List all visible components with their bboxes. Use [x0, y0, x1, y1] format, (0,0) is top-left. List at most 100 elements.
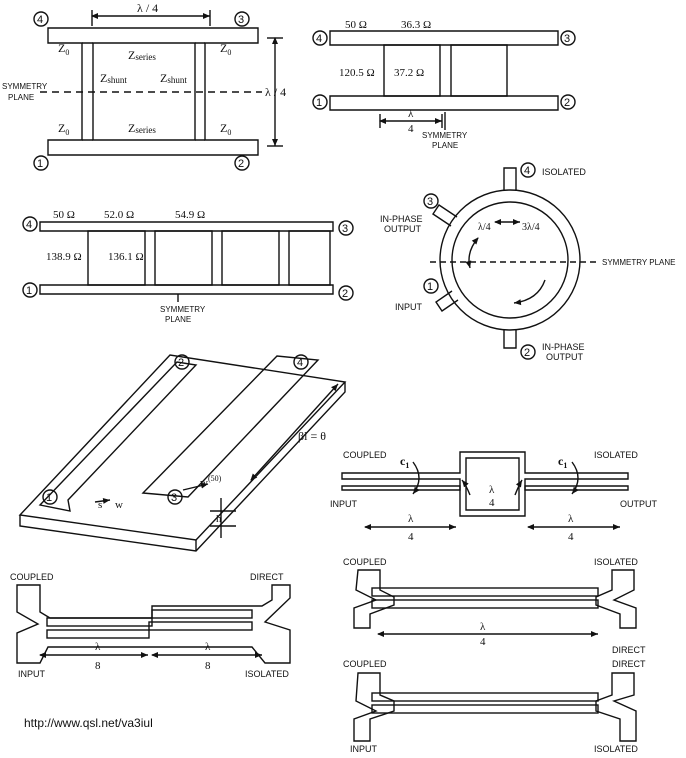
port-4-label: 4 [297, 357, 303, 369]
port-4-label: 4 [524, 165, 530, 177]
port-1-marker [22, 282, 38, 298]
impedance-label: 120.5 Ω [339, 67, 375, 79]
port-4-marker [293, 354, 309, 370]
hybrid-ring-coupler [341, 451, 629, 530]
lambda-label: λ [408, 108, 414, 120]
symmetry-plane-label: SYMMETRY [2, 82, 48, 91]
lambda-label: 8 [205, 660, 211, 672]
impedance-label: 136.1 Ω [108, 251, 144, 263]
port-4-marker [22, 216, 38, 232]
port-3-label: 3 [564, 33, 570, 45]
coupled-line-lambda-4-a [353, 569, 637, 637]
input-label: INPUT [18, 669, 46, 679]
input-label: INPUT [350, 744, 378, 754]
port-1-label: 1 [37, 158, 43, 170]
port-1-marker [42, 489, 58, 505]
port-1-label: 1 [427, 281, 433, 293]
coupled-line-lambda-4-b [353, 672, 637, 742]
zseries-label: Zseries [128, 48, 156, 62]
impedance-label: 138.9 Ω [46, 251, 82, 263]
direct-label: DIRECT [612, 659, 646, 669]
coupled-label: COUPLED [343, 659, 387, 669]
isolated-label: ISOLATED [594, 744, 638, 754]
zshunt-label: Zshunt [100, 71, 127, 85]
port-4-label: 4 [37, 14, 43, 26]
inphase-output-label: OUTPUT [384, 224, 422, 234]
inphase-output-label: OUTPUT [546, 352, 584, 362]
port-4-marker [312, 30, 328, 46]
port-3-marker [167, 489, 183, 505]
lambda-label: 4 [568, 531, 574, 543]
lambda-quarter-side: λ / 4 [265, 85, 286, 99]
port-1-label: 1 [46, 492, 52, 504]
zshunt-label: Zshunt [160, 71, 187, 85]
w50-label: w(50) [200, 474, 222, 489]
port-3-label: 3 [427, 196, 433, 208]
lambda-quarter-top: λ / 4 [137, 1, 158, 15]
port-2-label: 2 [238, 158, 244, 170]
coupled-label: COUPLED [10, 572, 54, 582]
z0-label: Z0 [58, 121, 69, 137]
port-2-label: 2 [342, 288, 348, 300]
isolated-label: ISOLATED [245, 669, 289, 679]
isolated-label: ISOLATED [542, 167, 586, 177]
z0-label: Z0 [58, 41, 69, 57]
lambda-label: 4 [408, 123, 414, 135]
port-3-label: 3 [238, 14, 244, 26]
direct-label: DIRECT [250, 572, 284, 582]
symmetry-plane-label: PLANE [8, 93, 34, 102]
lambda-label: λ [408, 513, 414, 525]
source-url: http://www.qsl.net/va3iul [24, 716, 153, 730]
c1-label: c1 [400, 454, 409, 470]
h-label: h [216, 513, 222, 525]
lambda-label: 4 [408, 531, 414, 543]
port-1-marker [312, 94, 328, 110]
zseries-label: Zseries [128, 121, 156, 135]
lambda-label: λ [480, 621, 486, 633]
port-3-marker [234, 11, 250, 27]
symmetry-plane-label: SYMMETRY [422, 131, 468, 140]
port-2-marker [520, 344, 536, 360]
w-label: w [115, 499, 123, 511]
impedance-label: 52.0 Ω [104, 209, 134, 221]
port-2-label: 2 [564, 97, 570, 109]
coupled-line-3d [18, 354, 347, 552]
port-2-marker [174, 354, 190, 370]
symmetry-plane-label: SYMMETRY PLANE [602, 258, 676, 267]
output-label: OUTPUT [620, 499, 658, 509]
impedance-label: 50 Ω [53, 209, 75, 221]
port-4-label: 4 [316, 33, 322, 45]
direct-label: DIRECT [612, 645, 646, 655]
impedance-label: 54.9 Ω [175, 209, 205, 221]
multi-branch-coupler [22, 216, 354, 302]
port-2-marker [338, 285, 354, 301]
lambda-label: λ [95, 641, 101, 653]
inphase-output-label: IN-PHASE [542, 342, 585, 352]
lambda-label: λ [205, 641, 211, 653]
port-4-marker [520, 162, 536, 178]
port-2-label: 2 [178, 357, 184, 369]
tandem-coupler-lambda-8 [16, 584, 291, 664]
port-1-marker [423, 278, 439, 294]
lambda-label: 8 [95, 660, 101, 672]
port-3-marker [423, 193, 439, 209]
port-1-label: 1 [26, 285, 32, 297]
impedance-label: 37.2 Ω [394, 67, 424, 79]
symmetry-plane-label: SYMMETRY [160, 305, 206, 314]
symmetry-plane-label: PLANE [432, 141, 458, 150]
z0-label: Z0 [220, 121, 231, 137]
rat-race-ring [423, 162, 598, 360]
isolated-label: ISOLATED [594, 450, 638, 460]
lambda-label: 4 [480, 636, 486, 648]
s-label: s [98, 499, 102, 511]
port-2-marker [560, 94, 576, 110]
coupled-label: COUPLED [343, 450, 387, 460]
three-quarter-wave-label: 3λ/4 [522, 222, 540, 233]
beta-l-label: βl = θ [298, 429, 326, 443]
c1-label: c1 [558, 454, 567, 470]
port-3-marker [338, 220, 354, 236]
input-label: INPUT [330, 499, 358, 509]
input-label: INPUT [395, 302, 423, 312]
symmetry-plane-label: PLANE [165, 315, 191, 324]
